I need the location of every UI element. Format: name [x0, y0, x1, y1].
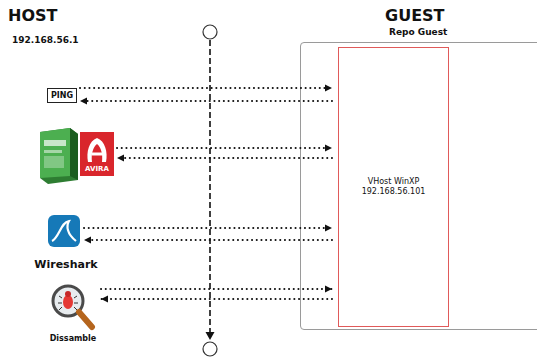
timeline-end — [203, 342, 217, 356]
node-text: PING — [48, 91, 76, 100]
guest-box: Repo GuestVHost WinXP192.168.56.101 — [300, 42, 537, 330]
dotted-arrow — [101, 288, 332, 290]
vm-box: VHost WinXP192.168.56.101 — [338, 47, 449, 327]
ping-box: PING — [47, 88, 77, 103]
product-box-icon — [40, 128, 78, 184]
dotted-arrow — [84, 239, 332, 241]
node-text: AVIRA — [80, 165, 114, 173]
wireshark-logo — [47, 214, 81, 248]
antivirus-icon: AVIRA — [80, 132, 114, 176]
wireshark-icon: Wireshark — [47, 214, 81, 248]
side-heading: HOST — [8, 6, 57, 25]
dotted-arrow — [80, 87, 332, 89]
node-text: Repo Guest — [389, 27, 447, 37]
timeline-line — [209, 40, 211, 334]
timeline-arrow — [206, 332, 215, 340]
ip-address: 192.168.56.1 — [12, 35, 79, 45]
dotted-arrow — [84, 227, 332, 229]
side-heading: GUEST — [385, 6, 445, 25]
node-text: 192.168.56.101 — [362, 187, 426, 197]
timeline-start — [203, 25, 217, 39]
disassembler-icon: Dissamble — [48, 283, 98, 331]
node-text: Dissamble — [42, 334, 104, 343]
magnifier-logo — [48, 283, 98, 331]
node-text: Wireshark — [33, 258, 99, 271]
dotted-arrow — [101, 298, 332, 300]
dotted-arrow — [80, 100, 332, 102]
node-text: VHost WinXP — [368, 177, 420, 187]
